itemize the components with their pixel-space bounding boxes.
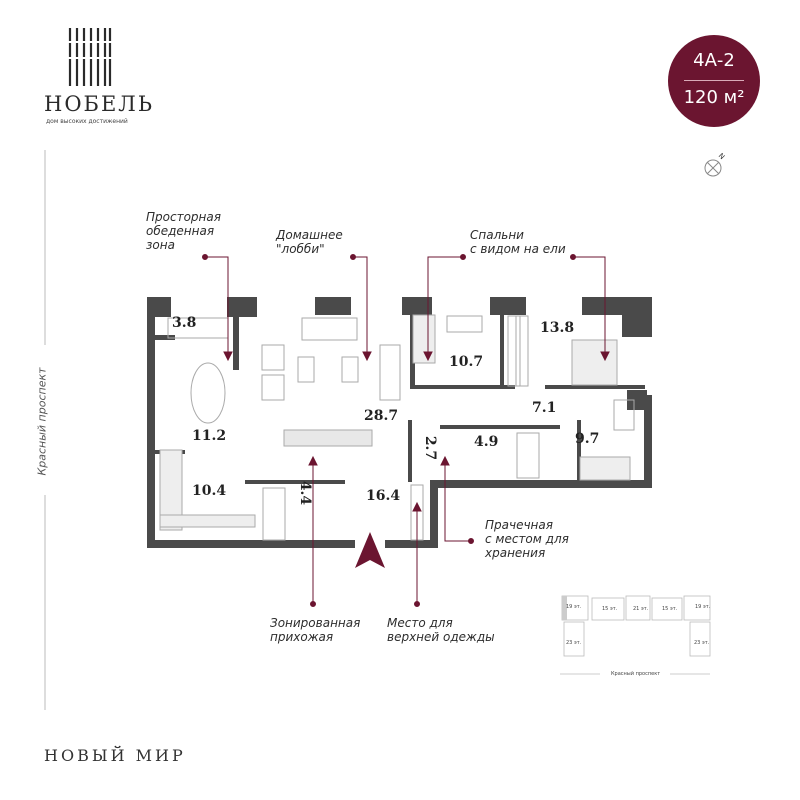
key-plan-section: 19 эт.: [695, 604, 711, 610]
key-plan-section: 15 эт.: [602, 606, 618, 612]
compass-label: N: [717, 152, 726, 161]
room-area: 13.8: [540, 320, 575, 336]
annotation-bedrooms: Спальни с видом на ели: [470, 228, 566, 256]
compass-north-icon: N: [704, 152, 726, 177]
room-area: 28.7: [364, 408, 399, 424]
apartment-code: 4А-2: [693, 50, 735, 71]
annotation-line: верхней одежды: [387, 630, 495, 644]
key-plan-section: 21 эт.: [633, 606, 649, 612]
annotation-leaders: [202, 254, 610, 607]
logo-name: НОБЕЛЬ: [44, 92, 154, 116]
furniture: [159, 314, 635, 541]
apartment-badge: 4А-2 120 м²: [668, 35, 760, 127]
room-area: 7.1: [532, 400, 557, 416]
annotation-line: обеденная: [146, 224, 215, 238]
room-area: 11.2: [192, 428, 227, 444]
annotation-hall: Зонированная прихожая: [270, 616, 360, 644]
room-area: 2.7: [422, 435, 439, 461]
annotation-line: Домашнее: [276, 228, 343, 242]
key-plan-section: 19 эт.: [566, 604, 582, 610]
annotation-line: зона: [146, 238, 175, 252]
annotation-laundry: Прачечная с местом для хранения: [485, 518, 569, 560]
street-line: [44, 150, 46, 710]
room-area: 4.4: [297, 480, 314, 506]
key-plan-section: 15 эт.: [662, 606, 678, 612]
key-plan-section: 23 эт.: [566, 640, 582, 646]
apartment-area: 120 м²: [683, 87, 745, 108]
annotation-line: Спальни: [470, 228, 524, 242]
annotation-line: "лобби": [276, 242, 325, 256]
key-plan-street: Красный проспект: [611, 671, 661, 677]
room-area: 10.7: [449, 354, 484, 370]
room-area: 16.4: [366, 488, 401, 504]
room-area: 4.9: [474, 434, 499, 450]
annotation-line: с видом на ели: [470, 242, 566, 256]
annotation-wardrobe: Место для верхней одежды: [387, 616, 495, 644]
badge-divider: [684, 80, 744, 81]
walls: [147, 297, 652, 548]
annotation-line: Просторная: [146, 210, 221, 224]
room-area: 3.8: [172, 315, 197, 331]
annotation-lobby: Домашнее "лобби": [276, 228, 343, 256]
annotation-line: с местом для: [485, 532, 569, 546]
room-area: 9.7: [575, 431, 600, 447]
annotation-line: Место для: [387, 616, 453, 630]
entrance-arrow-icon: [355, 532, 385, 568]
key-plan-section: 23 эт.: [694, 640, 710, 646]
annotation-line: Зонированная: [270, 616, 361, 630]
logo-mark-icon: [68, 28, 112, 86]
annotation-line: хранения: [485, 546, 546, 560]
annotation-dining: Просторная обеденная зона: [146, 210, 221, 252]
logo-tagline: дом высоких достижений: [46, 118, 128, 125]
annotation-line: Прачечная: [485, 518, 553, 532]
key-plan: [560, 595, 711, 675]
room-area: 10.4: [192, 483, 227, 499]
project-name: НОВЫЙ МИР: [44, 746, 186, 765]
annotation-line: прихожая: [270, 630, 334, 644]
